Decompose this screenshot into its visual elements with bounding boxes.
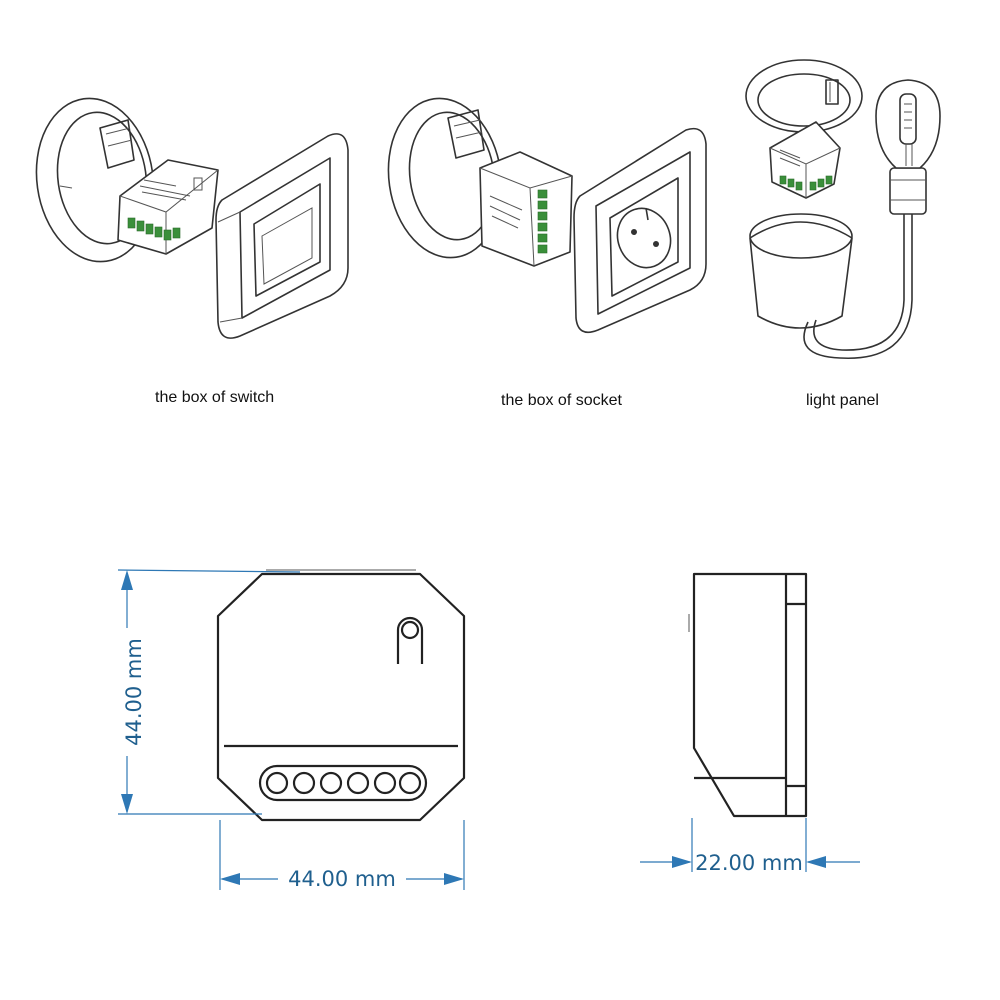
pairing-button-icon [396, 616, 424, 664]
socket-module-terminals [537, 189, 548, 254]
caption-socket-box: the box of socket [501, 392, 623, 409]
module-front-view [216, 569, 466, 822]
light-panel-illustration [745, 59, 941, 359]
height-dimension-label: 44.00 mm [122, 638, 146, 746]
caption-switch-box: the box of switch [155, 389, 274, 406]
width-dimension-label: 44.00 mm [288, 867, 396, 891]
caption-light-panel: light panel [806, 392, 879, 409]
depth-dimension-label: 22.00 mm [695, 851, 803, 875]
light-bulb-icon [875, 79, 941, 169]
switch-module [117, 159, 219, 255]
socket-box-illustration [387, 97, 707, 334]
switch-box-illustration [35, 97, 349, 339]
switch-module-terminals [127, 217, 181, 241]
terminal-holes [258, 764, 428, 802]
light-module-terminals [779, 175, 833, 191]
wall-switch-plate [215, 133, 349, 339]
light-module [769, 121, 841, 199]
socket-module [479, 151, 573, 267]
module-side-view [688, 572, 808, 818]
height-dimension: 44.00 mm [117, 569, 301, 815]
width-dimension: 44.00 mm [219, 820, 465, 891]
depth-dimension: 22.00 mm [640, 818, 860, 875]
wall-socket-plate [573, 127, 707, 334]
